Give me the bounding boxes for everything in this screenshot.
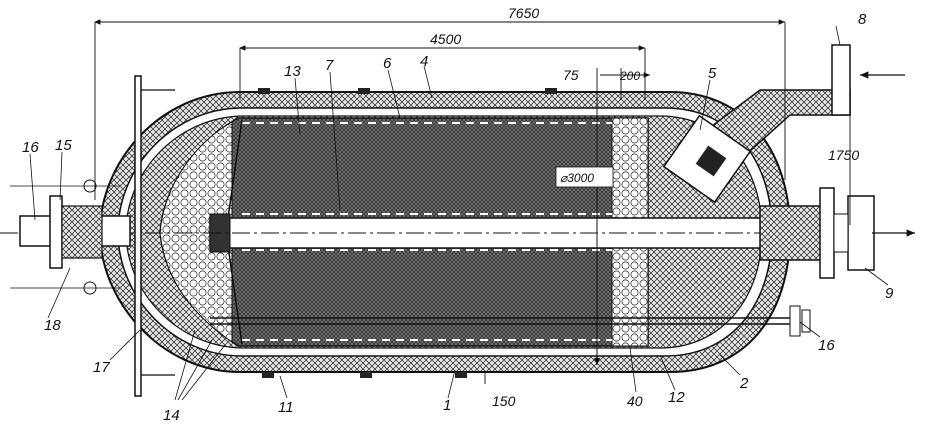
- callout-18: 18: [44, 317, 61, 334]
- callout-2: 2: [739, 375, 749, 392]
- dim-offset-b: 200: [619, 69, 640, 83]
- callout-15: 15: [55, 137, 72, 154]
- callout-9: 9: [885, 285, 894, 302]
- support-pads: [258, 88, 557, 378]
- callout-5: 5: [708, 65, 717, 82]
- dim-layer-thickness: 150: [492, 393, 516, 409]
- dim-diameter-box: ⌀3000: [555, 166, 614, 188]
- callout-11: 11: [278, 399, 294, 416]
- callout-17: 17: [93, 359, 110, 376]
- bottom-pipe: [210, 305, 811, 337]
- callout-7: 7: [325, 57, 334, 74]
- callout-12: 12: [668, 389, 685, 406]
- left-head-fittings: [10, 75, 175, 397]
- callout-8: 8: [858, 11, 867, 28]
- inlet-elbow: [662, 44, 851, 204]
- callout-6: 6: [383, 55, 392, 72]
- callout-16-left: 16: [22, 139, 39, 156]
- dim-height: 1750: [828, 147, 859, 163]
- callout-13: 13: [284, 63, 301, 80]
- dim-diameter: ⌀3000: [560, 171, 594, 185]
- callout-1: 1: [443, 397, 451, 414]
- dim-overall-length: 7650: [508, 5, 539, 21]
- callout-4: 4: [420, 53, 428, 70]
- dim-bed-length: 4500: [430, 31, 461, 47]
- flow-arrows: [860, 71, 915, 237]
- leader-lines: [29, 25, 889, 401]
- dim-offset-a: 75: [563, 67, 579, 83]
- callout-14: 14: [163, 407, 180, 424]
- dimension-lines: [94, 19, 851, 384]
- outlet-nozzle: [759, 187, 875, 279]
- dim-gap: 40: [627, 393, 643, 409]
- callout-16-right: 16: [818, 337, 835, 354]
